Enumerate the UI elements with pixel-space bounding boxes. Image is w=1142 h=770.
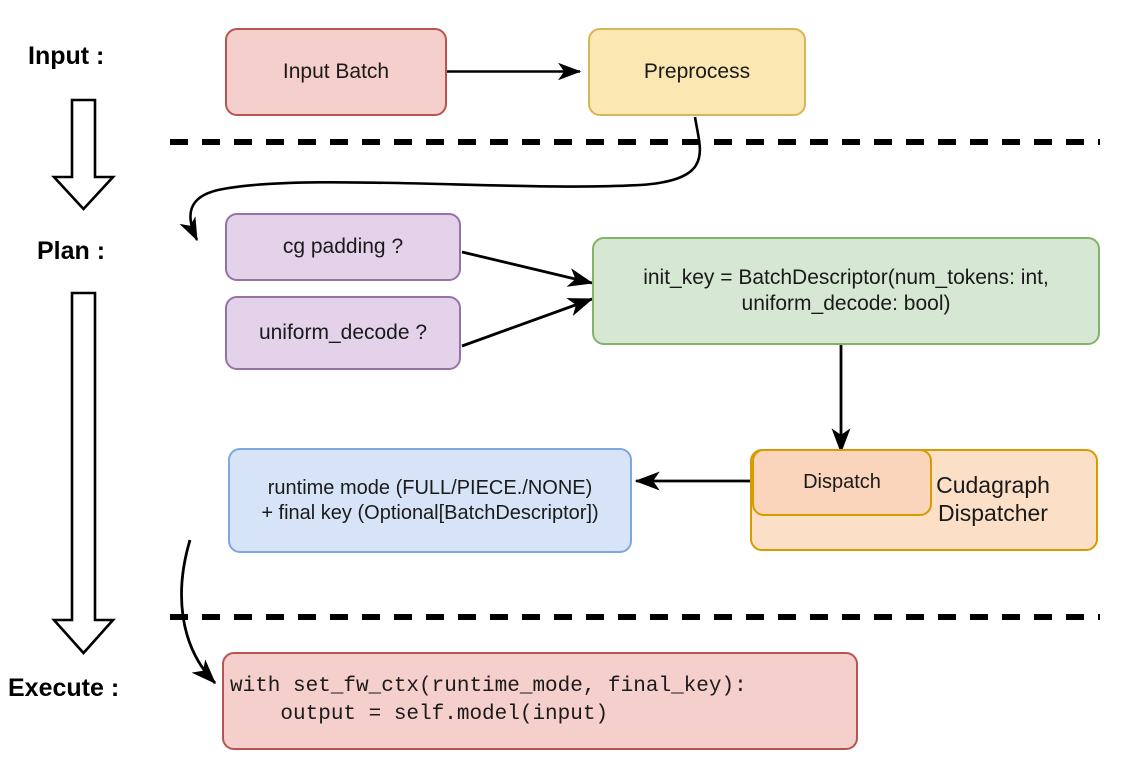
- stage-label-input: Input :: [28, 42, 105, 70]
- init-key-line-2: uniform_decode: bool): [741, 292, 951, 315]
- init-key-line-1: init_key = BatchDescriptor(num_tokens: i…: [643, 266, 1049, 290]
- execute-code-line-1: with set_fw_ctx(runtime_mode, final_key)…: [230, 674, 747, 698]
- edge-uniform-decode-to-init-key: [461, 297, 594, 348]
- stage-label-execute: Execute :: [8, 674, 120, 702]
- edge-runtime-mode-to-execute-code: [180, 539, 217, 685]
- node-cg-padding[interactable]: cg padding ?: [225, 213, 461, 281]
- plan-to-execute-block-arrow: [51, 291, 116, 655]
- execute-code-line-2: output = self.model(input): [230, 703, 609, 726]
- cudagraph-dispatcher-label: Cudagraph Dispatcher: [936, 472, 1050, 526]
- runtime-mode-line-1: runtime mode (FULL/PIECE./NONE): [267, 477, 593, 500]
- node-execute-code[interactable]: with set_fw_ctx(runtime_mode, final_key)…: [222, 652, 858, 750]
- node-input-batch[interactable]: Input Batch: [225, 28, 447, 116]
- input-to-plan-block-arrow: [51, 98, 116, 211]
- node-runtime-mode[interactable]: runtime mode (FULL/PIECE./NONE) + final …: [228, 448, 632, 553]
- node-init-key[interactable]: init_key = BatchDescriptor(num_tokens: i…: [592, 237, 1100, 345]
- node-dispatch[interactable]: Dispatch: [752, 449, 932, 516]
- runtime-mode-line-2: + final key (Optional[BatchDescriptor]): [261, 501, 599, 524]
- node-preprocess[interactable]: Preprocess: [588, 28, 806, 116]
- stage-label-plan: Plan :: [37, 237, 106, 265]
- node-uniform-decode[interactable]: uniform_decode ?: [225, 296, 461, 370]
- edge-cg-padding-to-init-key: [461, 250, 594, 287]
